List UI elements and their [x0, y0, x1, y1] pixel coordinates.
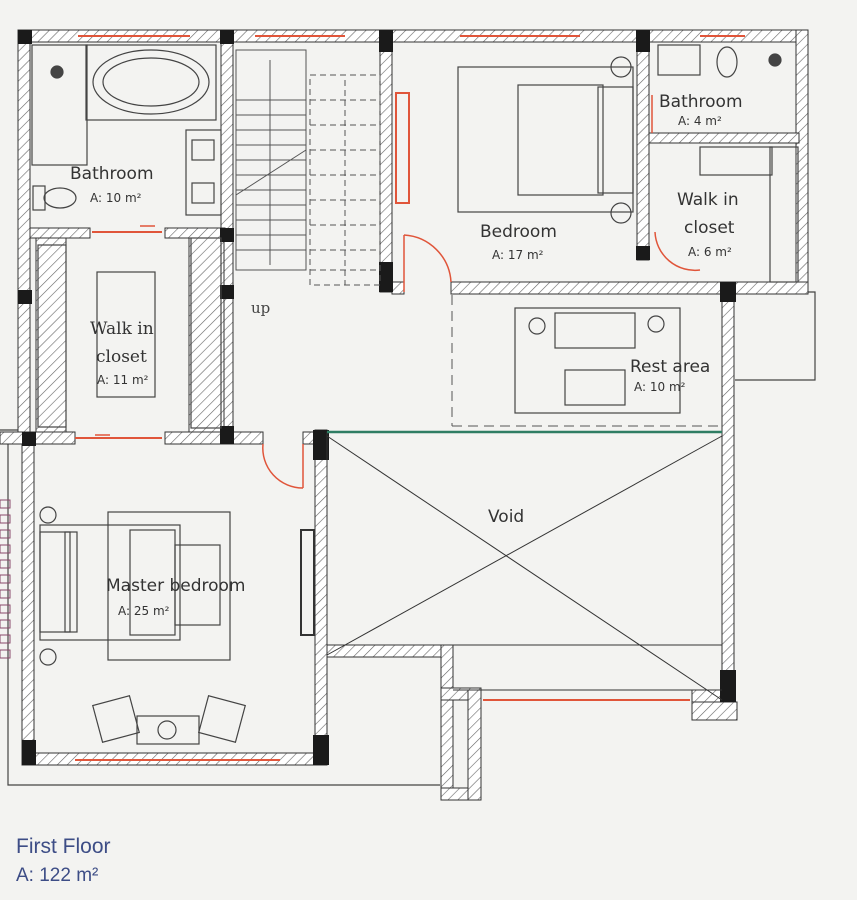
label-void: Void [488, 507, 524, 527]
staircase [235, 49, 381, 286]
floor-area-prefix: A: [16, 865, 34, 886]
rest-area-furniture [514, 307, 681, 414]
vanity-left [185, 129, 222, 216]
toilet-left [32, 185, 77, 211]
shower-area [31, 44, 88, 166]
room-name: Rest area [630, 357, 710, 377]
master-wardrobe-strip [0, 499, 11, 659]
room-name: Bathroom [70, 164, 154, 184]
interior-walls [29, 29, 800, 445]
bedroom-bed [457, 56, 634, 224]
room-name: closet [684, 218, 735, 238]
room-area: A: 17 m² [492, 248, 544, 262]
room-name: Bathroom [659, 92, 743, 112]
room-name: Bedroom [480, 222, 557, 242]
label-bathroom-right: Bathroom A: 4 m² [659, 92, 743, 128]
bathtub [85, 44, 217, 121]
room-area: A: 10 m² [634, 380, 686, 394]
floor-area: A: 122 m² [16, 865, 111, 887]
floor-caption: First Floor A: 122 m² [16, 835, 111, 887]
room-area: A: 11 m² [97, 373, 149, 387]
room-name: Walk in [677, 190, 739, 210]
master-seating [91, 694, 247, 745]
label-master-bedroom: Master bedroom A: 25 m² [106, 576, 245, 618]
columns [18, 30, 736, 765]
label-walkin-left: Walk in closet A: 11 m² [90, 319, 154, 387]
room-name: Void [488, 507, 524, 527]
room-area: A: 25 m² [118, 604, 170, 618]
stair-label: up [251, 299, 270, 317]
room-area: A: 4 m² [678, 114, 722, 128]
room-name: Walk in [90, 319, 154, 339]
label-bedroom: Bedroom A: 17 m² [480, 222, 557, 262]
floor-area-value: 122 m² [39, 865, 99, 886]
master-bed [39, 506, 231, 666]
room-name: closet [96, 347, 147, 367]
floor-title: First Floor [16, 835, 111, 858]
label-rest-area: Rest area A: 10 m² [630, 357, 710, 394]
room-name: Master bedroom [106, 576, 245, 596]
void-area [326, 425, 723, 701]
closet-right [699, 146, 799, 283]
room-area: A: 6 m² [688, 245, 732, 259]
windows [75, 35, 745, 761]
label-walkin-right: Walk in closet A: 6 m² [677, 190, 739, 259]
bathroom-right-fixtures [657, 44, 782, 78]
exterior-walls [0, 29, 809, 801]
label-bathroom-left: Bathroom A: 10 m² [70, 164, 154, 205]
room-area: A: 10 m² [90, 191, 142, 205]
doors [95, 95, 701, 489]
closet-island-left [37, 237, 222, 429]
